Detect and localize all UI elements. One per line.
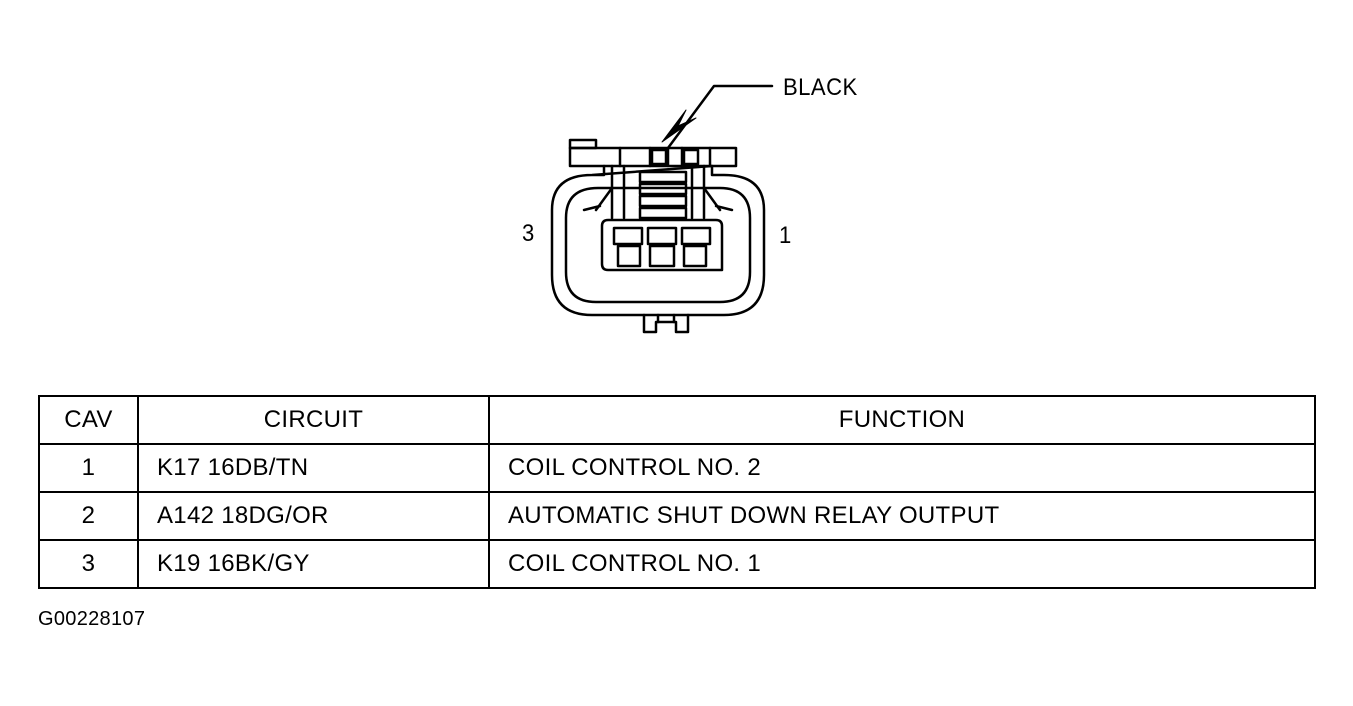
bottom-tab xyxy=(642,313,690,334)
table-row: 1 K17 16DB/TN COIL CONTROL NO. 2 xyxy=(38,443,1316,493)
cell-function: COIL CONTROL NO. 1 xyxy=(488,539,1316,589)
leader-arrowhead xyxy=(661,109,697,143)
cell-circuit: K17 16DB/TN xyxy=(137,443,490,493)
pin-label-right: 1 xyxy=(779,222,792,249)
cell-cav: 2 xyxy=(38,491,139,541)
cell-function: AUTOMATIC SHUT DOWN RELAY OUTPUT xyxy=(488,491,1316,541)
connector-diagram xyxy=(550,84,774,334)
cell-cav: 3 xyxy=(38,539,139,589)
cell-circuit: A142 18DG/OR xyxy=(137,491,490,541)
header-row: CAV CIRCUIT FUNCTION xyxy=(38,395,1316,445)
figure-id: G00228107 xyxy=(38,608,146,630)
connector-inner-housing xyxy=(564,186,752,304)
cell-cav: 1 xyxy=(38,443,139,493)
latch-bar xyxy=(568,146,738,168)
header-circuit: CIRCUIT xyxy=(137,395,490,445)
header-function: FUNCTION xyxy=(488,395,1316,445)
pin-label-left: 3 xyxy=(522,220,535,247)
connector-housing xyxy=(550,164,766,317)
table-row: 2 A142 18DG/OR AUTOMATIC SHUT DOWN RELAY… xyxy=(38,491,1316,541)
pinout-table: CAV CIRCUIT FUNCTION 1 K17 16DB/TN COIL … xyxy=(38,395,1316,589)
cavity-1 xyxy=(680,226,712,268)
cell-function: COIL CONTROL NO. 2 xyxy=(488,443,1316,493)
cavity-3 xyxy=(612,226,644,268)
color-label: BLACK xyxy=(783,74,858,101)
terminal-block xyxy=(600,218,724,272)
header-cav: CAV xyxy=(38,395,139,445)
cell-circuit: K19 16BK/GY xyxy=(137,539,490,589)
table-row: 3 K19 16BK/GY COIL CONTROL NO. 1 xyxy=(38,539,1316,589)
cavity-2 xyxy=(646,226,678,268)
leader-line xyxy=(666,84,774,150)
